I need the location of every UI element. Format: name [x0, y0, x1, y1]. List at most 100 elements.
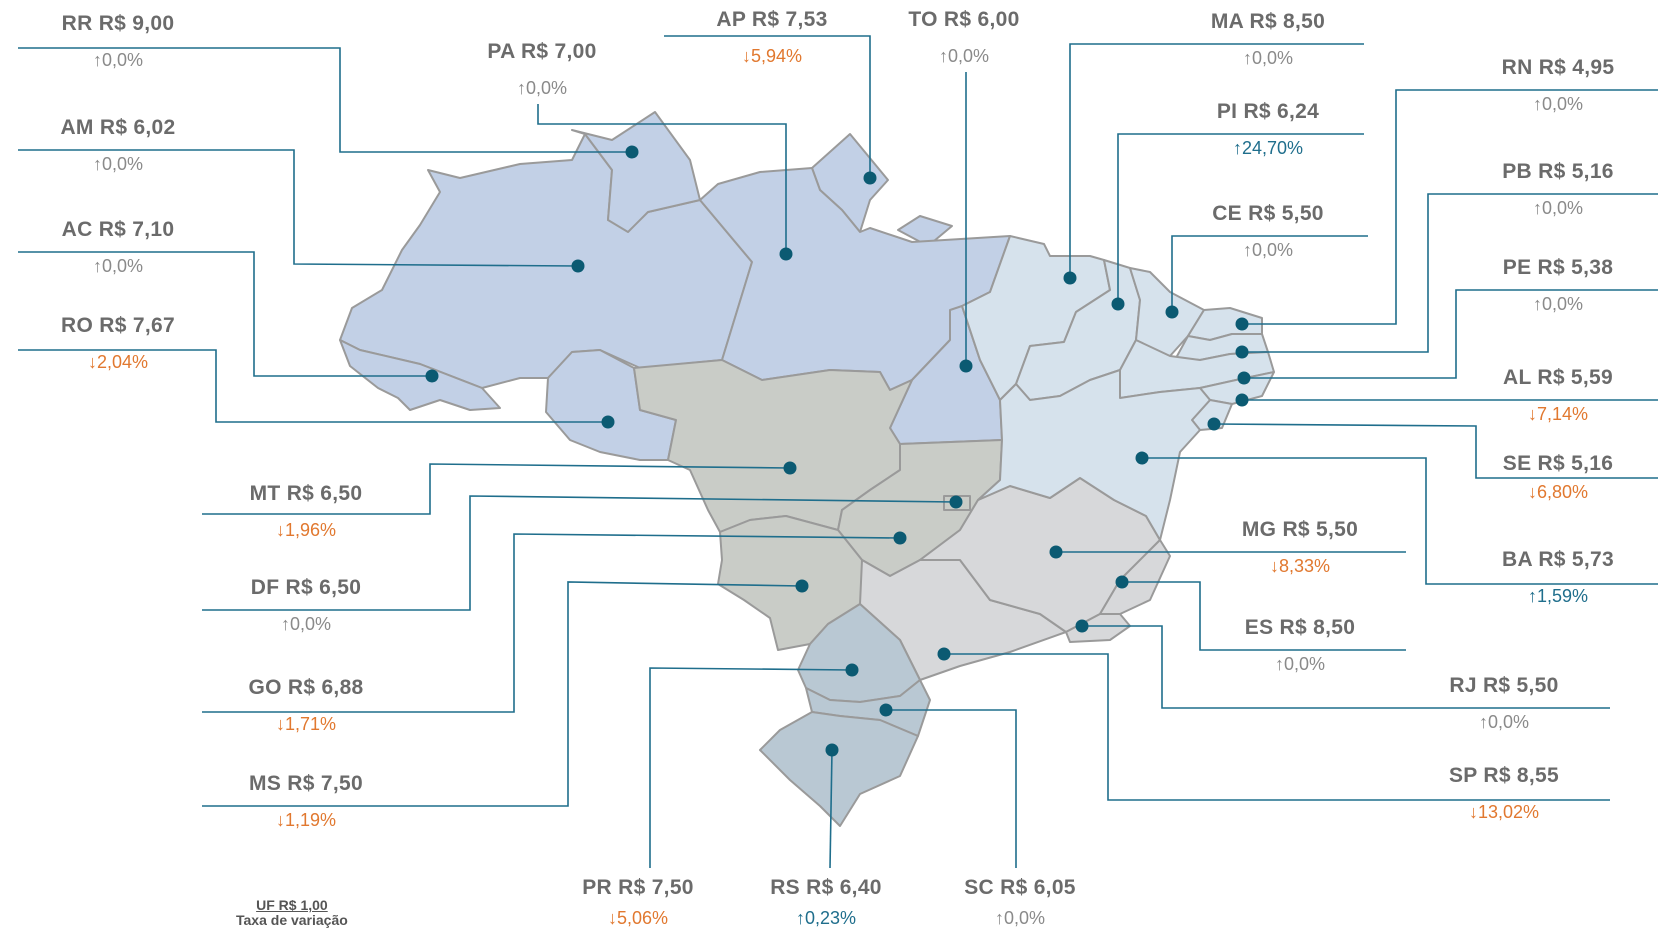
label-RR: RR R$ 9,00 ↑0,0%	[28, 12, 208, 71]
legend: UF R$ 1,00 Taxa de variação	[236, 898, 348, 928]
label-BA: BA R$ 5,73↑1,59%	[1468, 548, 1648, 607]
label-SE: SE R$ 5,16↓6,80%	[1468, 452, 1648, 503]
leader-line-PR	[649, 667, 853, 868]
leader-line-AP	[664, 35, 871, 178]
label-PR: PR R$ 7,50↓5,06%	[548, 876, 728, 929]
label-SP: SP R$ 8,55 ↓13,02%	[1414, 764, 1594, 823]
marker-dot-MT[interactable]	[783, 461, 797, 475]
marker-dot-PB[interactable]	[1235, 345, 1249, 359]
state-name: PB R$ 5,16	[1502, 160, 1614, 183]
change-rate: ↑0,0%	[1274, 654, 1326, 674]
marker-dot-SC[interactable]	[879, 703, 893, 717]
change-rate: ↑0,0%	[938, 46, 990, 66]
state-AM-shape[interactable]	[339, 133, 753, 389]
label-PA: PA R$ 7,00↑0,0%	[452, 40, 632, 99]
marker-dot-PR[interactable]	[845, 663, 859, 677]
state-name: SP R$ 8,55	[1448, 764, 1560, 787]
leader-line-RN	[1242, 89, 1658, 325]
marker-dot-RO[interactable]	[601, 415, 615, 429]
change-rate: ↑0,0%	[92, 154, 144, 174]
marker-dot-GO[interactable]	[893, 531, 907, 545]
marker-dot-RR[interactable]	[625, 145, 639, 159]
marker-dot-AC[interactable]	[425, 369, 439, 383]
state-name: SC R$ 6,05	[964, 876, 1076, 899]
change-rate: ↓1,19%	[275, 810, 337, 830]
change-rate: ↑0,0%	[92, 50, 144, 70]
state-RR-shape[interactable]	[571, 111, 701, 233]
leader-line-DF	[202, 495, 957, 611]
state-name: RR R$ 9,00	[61, 12, 175, 35]
label-RO: RO R$ 7,67↓2,04%	[28, 314, 208, 373]
marker-dot-RN[interactable]	[1235, 317, 1249, 331]
marker-dot-MG[interactable]	[1049, 545, 1063, 559]
marker-dot-DF[interactable]	[949, 495, 963, 509]
state-name: RS R$ 6,40	[770, 876, 882, 899]
label-SC: SC R$ 6,05 ↑0,0%	[930, 876, 1110, 929]
state-name: PE R$ 5,38	[1502, 256, 1614, 279]
leader-line-RJ	[1082, 625, 1610, 709]
label-MT: MT R$ 6,50↓1,96%	[216, 482, 396, 541]
marker-dot-AP[interactable]	[863, 171, 877, 185]
state-name: TO R$ 6,00	[908, 8, 1020, 31]
marker-dot-SP[interactable]	[937, 647, 951, 661]
leader-line-SC	[886, 709, 1017, 868]
state-BA-shape[interactable]	[977, 369, 1211, 541]
change-rate: ↑0,0%	[1478, 712, 1530, 732]
leader-line-MA	[1069, 43, 1364, 278]
label-GO: GO R$ 6,88↓1,71%	[216, 676, 396, 735]
marker-dot-RS[interactable]	[825, 743, 839, 757]
state-AC-shape[interactable]	[339, 339, 501, 411]
change-rate: ↓2,04%	[87, 352, 149, 372]
change-rate: ↓13,02%	[1468, 802, 1540, 822]
marker-dot-RJ[interactable]	[1075, 619, 1089, 633]
marker-dot-SE[interactable]	[1207, 417, 1221, 431]
marker-dot-BA[interactable]	[1135, 451, 1149, 465]
state-name: MT R$ 6,50	[249, 482, 363, 505]
marker-dot-PE[interactable]	[1237, 371, 1251, 385]
change-rate: ↑0,0%	[516, 78, 568, 98]
marker-dot-ES[interactable]	[1115, 575, 1129, 589]
leader-line-SE	[1213, 423, 1658, 479]
label-MA: MA R$ 8,50↑0,0%	[1178, 10, 1358, 69]
marker-dot-CE[interactable]	[1165, 305, 1179, 319]
label-ES: ES R$ 8,50 ↑0,0%	[1210, 616, 1390, 675]
marker-dot-PA[interactable]	[779, 247, 793, 261]
marker-dot-AL[interactable]	[1235, 393, 1249, 407]
change-rate: ↑0,0%	[92, 256, 144, 276]
state-name: MG R$ 5,50	[1241, 518, 1359, 541]
state-name: RN R$ 4,95	[1501, 56, 1615, 79]
leader-line-MS	[202, 581, 803, 807]
change-rate: ↑0,0%	[1242, 48, 1294, 68]
leader-line-RS	[829, 749, 833, 869]
leader-line-RO	[18, 349, 608, 423]
label-AL: AL R$ 5,59↓7,14%	[1468, 366, 1648, 425]
label-MG: MG R$ 5,50 ↓8,33%	[1210, 518, 1390, 577]
change-rate: ↓5,94%	[741, 46, 803, 66]
marker-dot-PI[interactable]	[1111, 297, 1125, 311]
leader-line-RR	[18, 47, 632, 153]
leader-line-ES	[1122, 581, 1406, 651]
change-rate: ↓8,33%	[1269, 556, 1331, 576]
marker-dot-AM[interactable]	[571, 259, 585, 273]
state-RS-shape[interactable]	[759, 711, 919, 827]
state-name: ES R$ 8,50	[1244, 616, 1356, 639]
state-name: PI R$ 6,24	[1216, 100, 1320, 123]
label-AP: AP R$ 7,53 ↓5,94%	[682, 8, 862, 67]
marker-dot-MS[interactable]	[795, 579, 809, 593]
state-name: AL R$ 5,59	[1503, 366, 1613, 389]
label-AM: AM R$ 6,02↑0,0%	[28, 116, 208, 175]
marker-dot-MA[interactable]	[1063, 271, 1077, 285]
legend-rate: Taxa de variação	[236, 912, 348, 928]
marker-dot-TO[interactable]	[959, 359, 973, 373]
leader-line-CE	[1171, 235, 1368, 312]
leader-line-SP	[944, 653, 1610, 801]
leader-line-PI	[1117, 133, 1364, 304]
change-rate: ↑0,0%	[994, 908, 1046, 928]
change-rate: ↓6,80%	[1527, 482, 1589, 502]
state-name: AP R$ 7,53	[716, 8, 828, 31]
leader-line-PE	[1244, 289, 1658, 379]
change-rate: ↑0,0%	[280, 614, 332, 634]
change-rate: ↓1,71%	[275, 714, 337, 734]
change-rate: ↑0,0%	[1532, 294, 1584, 314]
label-PE: PE R$ 5,38 ↑0,0%	[1468, 256, 1648, 315]
